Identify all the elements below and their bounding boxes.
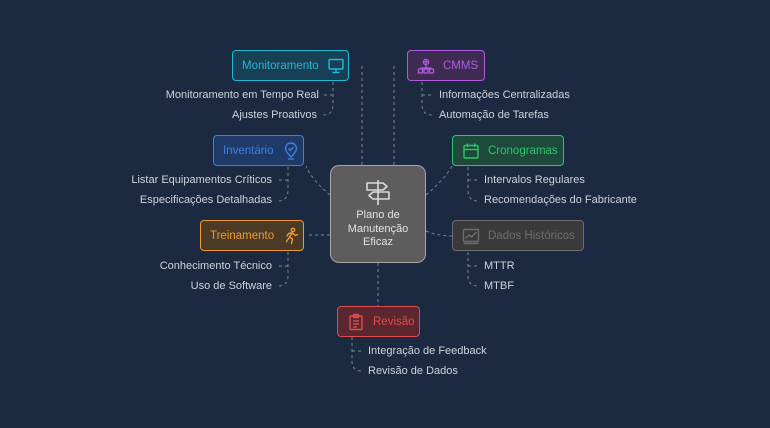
subtopic-treinamento-2: Uso de Software	[190, 280, 272, 292]
subtopic-revisao-2: Revisão de Dados	[368, 365, 458, 377]
subtopic-dados-historicos-1: MTTR	[484, 260, 515, 272]
node-cmms-label: CMMS	[443, 59, 479, 72]
central-title-line-2: Manutenção	[347, 222, 409, 235]
central-topic: Plano de Manutenção Eficaz	[330, 165, 426, 263]
subtopic-monitoramento-1: Monitoramento em Tempo Real	[165, 89, 319, 101]
subtopic-inventario-1: Listar Equipamentos Críticos	[131, 174, 272, 186]
running-person-icon	[285, 227, 299, 244]
subtopic-dados-historicos-2: MTBF	[484, 280, 514, 292]
node-inventario-label: Inventário	[223, 144, 274, 157]
node-revisao[interactable]: Revisão	[337, 306, 420, 337]
subtopic-monitoramento-2: Ajustes Proativos	[232, 109, 317, 121]
subtopic-inventario-2: Especificações Detalhadas	[139, 194, 272, 206]
node-dados-historicos[interactable]: Dados Históricos	[452, 220, 584, 251]
subtopic-treinamento-1: Conhecimento Técnico	[159, 260, 272, 272]
node-inventario[interactable]: Inventário	[213, 135, 304, 166]
signpost-icon	[366, 180, 390, 205]
subtopic-revisao-1: Integração de Feedback	[368, 345, 487, 357]
node-monitoramento[interactable]: Monitoramento	[232, 50, 349, 81]
node-cronogramas[interactable]: Cronogramas	[452, 135, 564, 166]
network-gear-icon	[417, 58, 435, 74]
node-treinamento[interactable]: Treinamento	[200, 220, 304, 251]
subtopic-cronogramas-2: Recomendações do Fabricante	[484, 194, 637, 206]
node-cmms[interactable]: CMMS	[407, 50, 485, 81]
central-topic-title: Plano de Manutenção Eficaz	[331, 209, 425, 250]
clipboard-icon	[349, 313, 363, 330]
subtopic-cmms-1: Informações Centralizadas	[439, 89, 570, 101]
node-cronogramas-label: Cronogramas	[488, 144, 558, 157]
central-title-line-3: Eficaz	[363, 236, 393, 248]
node-revisao-label: Revisão	[373, 315, 415, 328]
trend-chart-icon	[462, 228, 480, 244]
calendar-icon	[463, 143, 479, 159]
subtopic-cronogramas-1: Intervalos Regulares	[484, 174, 585, 186]
node-monitoramento-label: Monitoramento	[242, 59, 319, 72]
monitor-icon	[328, 58, 344, 73]
node-dados-historicos-label: Dados Históricos	[488, 229, 575, 242]
location-pin-icon	[284, 141, 297, 160]
node-treinamento-label: Treinamento	[210, 229, 275, 242]
central-title-line-1: Plano de	[356, 209, 400, 221]
subtopic-cmms-2: Automação de Tarefas	[439, 109, 549, 121]
